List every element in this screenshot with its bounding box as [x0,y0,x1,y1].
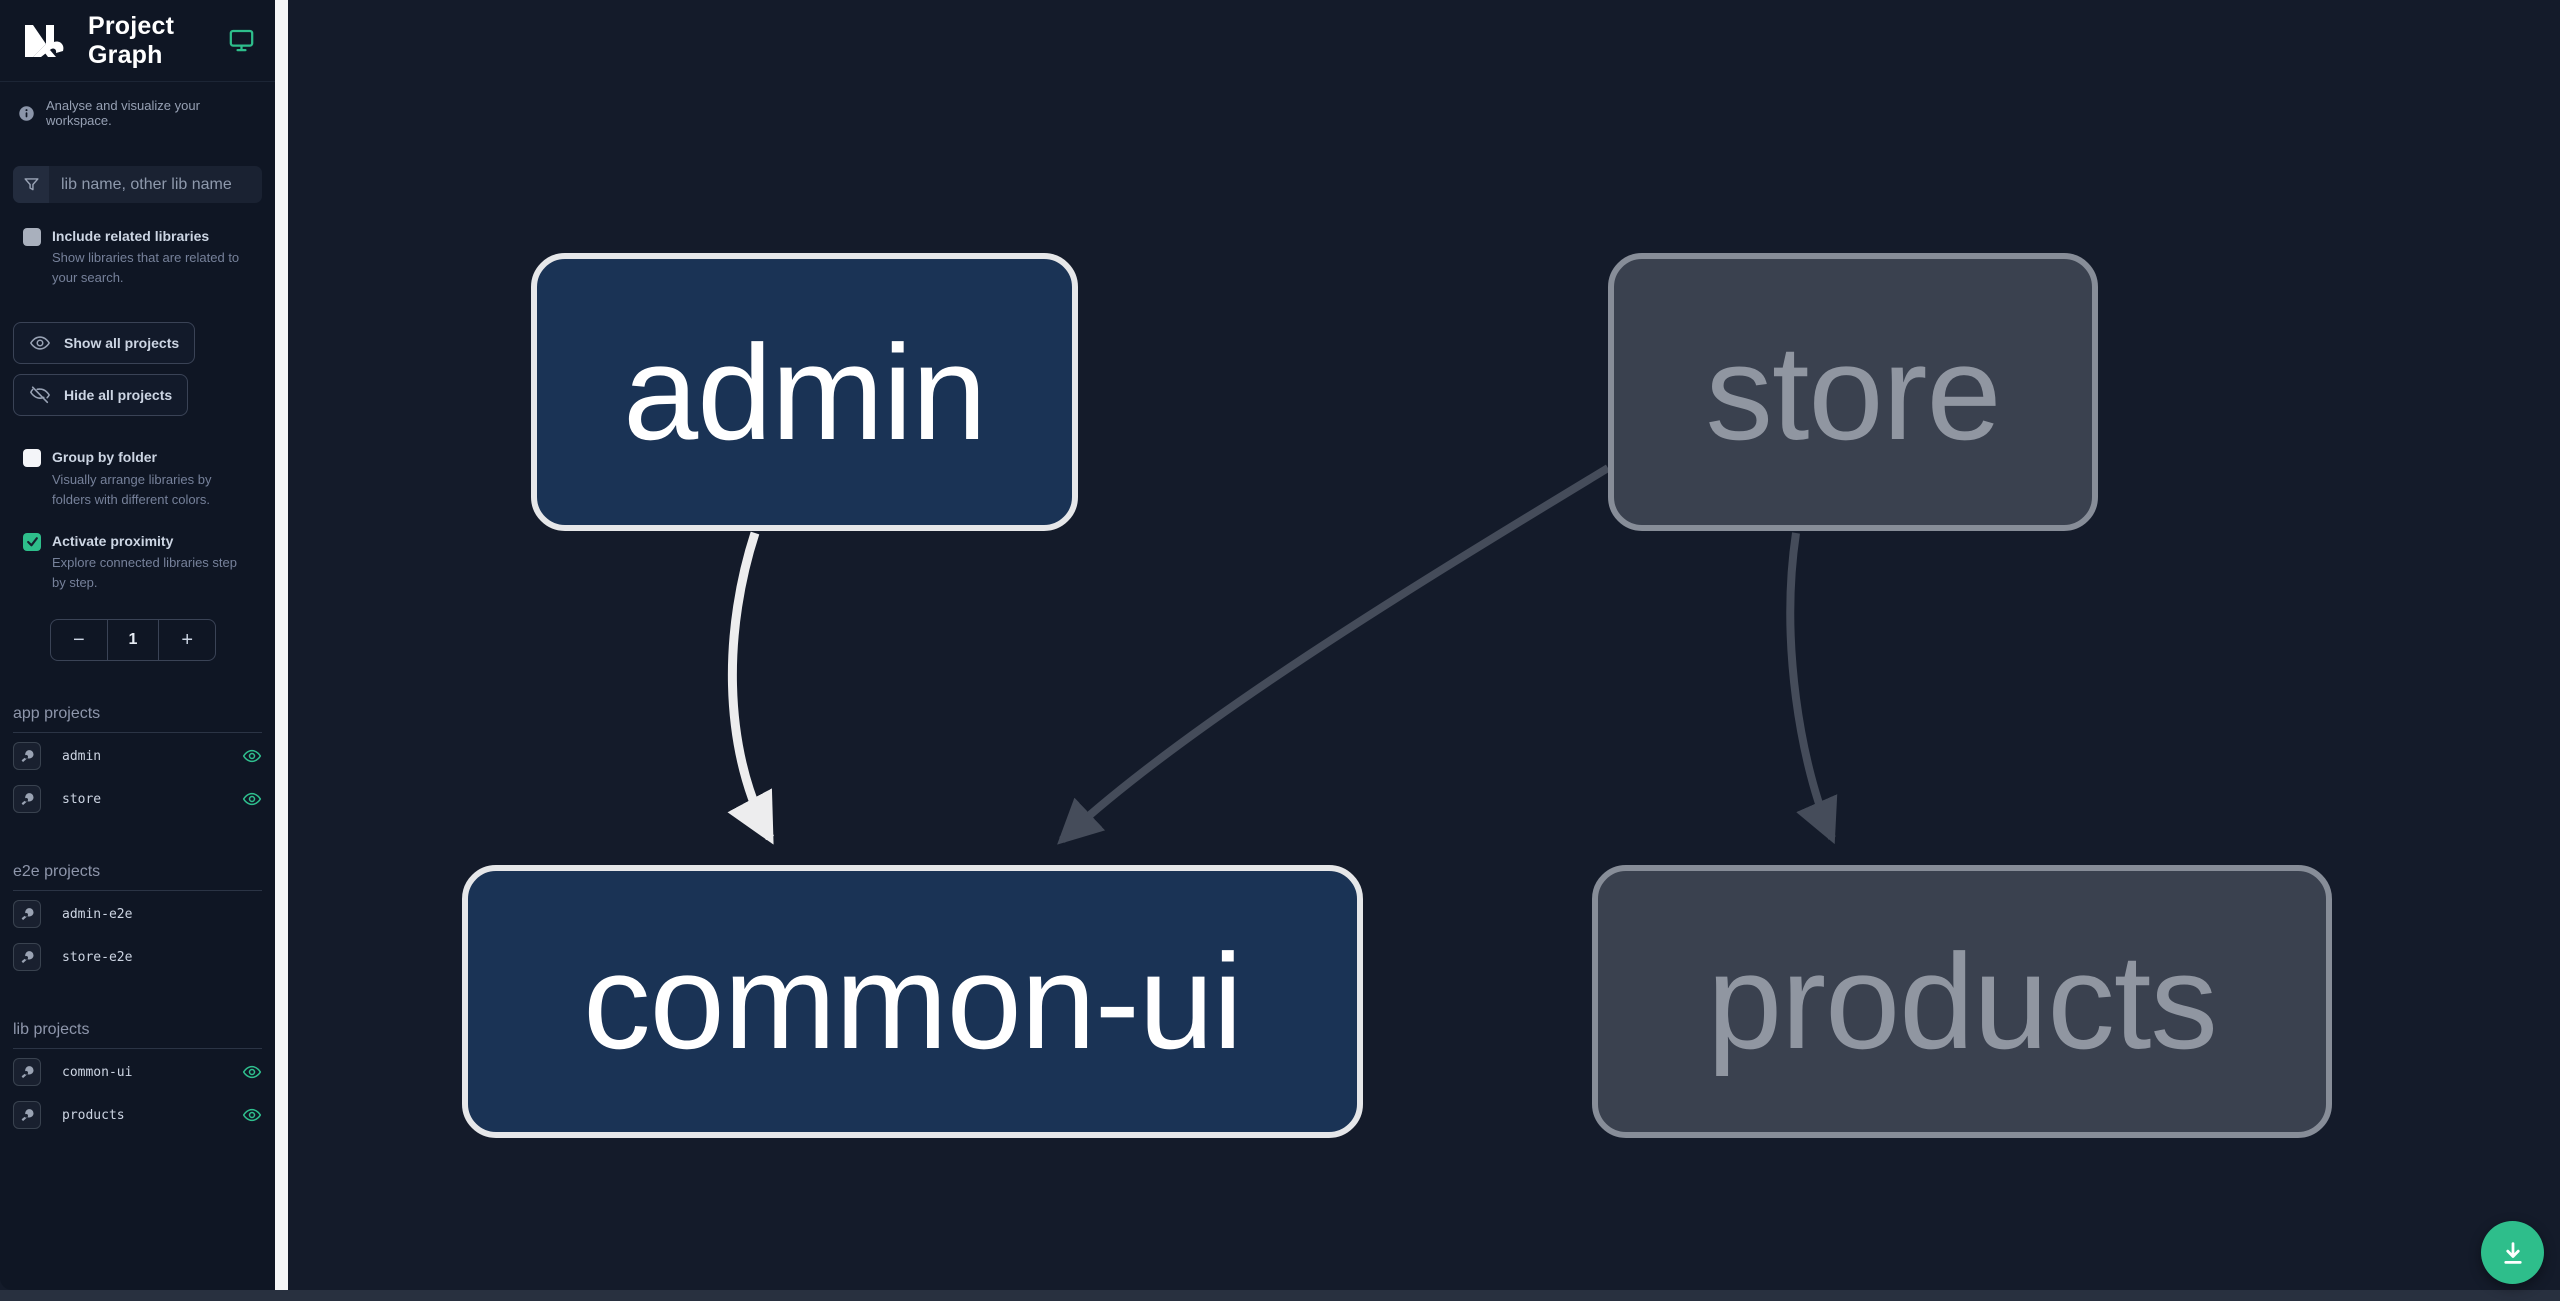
group-by-folder-label: Group by folder [52,449,157,466]
node-label: store [1705,316,2001,468]
eye-icon[interactable] [242,1062,262,1082]
filter-funnel-icon [13,166,49,203]
option-group-by-folder: Group by folder Visually arrange librari… [0,448,275,509]
include-related-desc: Show libraries that are related to your … [52,250,240,286]
monitor-icon[interactable] [228,27,255,54]
project-name: store [62,791,102,807]
section-app-projects: app projects admin [0,705,275,819]
project-name: admin [62,748,102,764]
sidebar-canvas-divider[interactable] [275,0,288,1290]
project-row-admin: admin [13,736,262,776]
eye-icon[interactable] [242,746,262,766]
project-name: common-ui [62,1064,133,1080]
activate-proximity-label: Activate proximity [52,532,174,549]
section-e2e-projects: e2e projects admin-e2e store- [0,863,275,977]
option-activate-proximity: Activate proximity Explore connected lib… [0,532,275,593]
node-label: products [1707,926,2218,1077]
show-all-projects-label: Show all projects [64,335,180,352]
option-include-related: Include related libraries Show libraries… [0,227,275,288]
include-related-label: Include related libraries [52,228,210,244]
proximity-stepper: − 1 + [50,619,216,662]
graph-node-admin[interactable]: admin [531,253,1078,531]
eye-icon[interactable] [242,789,262,809]
project-name: store-e2e [62,949,133,965]
eye-icon [30,336,50,351]
hide-all-projects-button[interactable]: Hide all projects [13,374,189,417]
focus-project-button[interactable] [13,785,41,814]
group-by-folder-checkbox[interactable] [23,449,41,468]
search-box [13,166,262,203]
download-icon [2503,1241,2522,1264]
info-icon [19,105,34,121]
section-lib-projects: lib projects common-ui [0,1021,275,1135]
download-graph-button[interactable] [2481,1221,2544,1284]
tagline-text: Analyse and visualize your workspace. [46,98,200,128]
include-related-checkbox[interactable] [23,228,41,246]
focus-project-button[interactable] [13,1101,41,1130]
project-row-store: store [13,779,262,819]
section-title: app projects [13,705,262,734]
graph-node-store[interactable]: store [1608,253,2098,531]
activate-proximity-desc: Explore connected libraries step by step… [52,555,237,591]
app-title: Project Graph [88,11,175,69]
proximity-decrement-button[interactable]: − [73,628,85,651]
edge-admin-to-common-ui[interactable] [727,531,774,845]
graph-node-common-ui[interactable]: common-ui [462,865,1363,1138]
project-row-store-e2e: store-e2e [13,937,262,977]
project-row-products: products [13,1095,262,1135]
node-label: common-ui [583,926,1243,1077]
sidebar-header: Project Graph [0,0,275,82]
eye-icon[interactable] [242,1105,262,1125]
show-all-projects-button[interactable]: Show all projects [13,322,196,365]
search-input[interactable] [49,166,262,203]
group-by-folder-desc: Visually arrange libraries by folders wi… [52,471,212,507]
node-label: admin [623,316,987,468]
graph-node-products[interactable]: products [1592,865,2332,1138]
proximity-value: 1 [106,620,160,661]
nx-logo-icon [25,24,64,57]
project-row-common-ui: common-ui [13,1052,262,1092]
edge-store-to-common-ui[interactable] [1057,464,1611,845]
project-name: products [62,1107,125,1123]
sidebar: Project Graph Analyse and visualize your… [0,0,275,1290]
project-name: admin-e2e [62,906,133,922]
focus-project-button[interactable] [13,900,41,929]
bottom-scrollbar-track[interactable] [0,1290,2560,1301]
focus-project-button[interactable] [13,943,41,972]
focus-project-button[interactable] [13,742,41,771]
tagline: Analyse and visualize your workspace. [18,98,262,128]
hide-all-projects-label: Hide all projects [64,387,173,404]
section-title: lib projects [13,1021,262,1050]
edge-store-to-products[interactable] [1786,532,1838,845]
project-row-admin-e2e: admin-e2e [13,894,262,934]
activate-proximity-checkbox[interactable] [23,532,41,551]
proximity-increment-button[interactable]: + [181,628,193,651]
focus-project-button[interactable] [13,1058,41,1087]
eye-off-icon [30,386,50,404]
section-title: e2e projects [13,863,262,892]
